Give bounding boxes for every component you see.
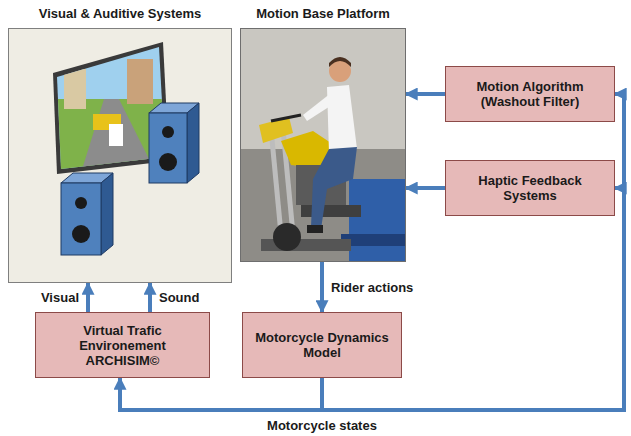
edge-label: Visual [40,290,80,305]
connector-arrow [120,378,322,410]
box-label: Haptic Feedback Systems [452,173,608,203]
connector-arrow [86,283,90,312]
titled-panel: Visual & Auditive Systems [8,6,232,283]
panel-heading: Visual & Auditive Systems [8,6,232,22]
process-box: Virtual Trafic Environement ARCHISIM© [35,312,210,378]
connector-arrow [406,92,445,96]
simulator-photo [240,28,406,262]
display-panel [8,28,232,283]
connector-arrow [148,283,152,312]
screen-and-speakers [9,29,231,282]
panel-heading: Motion Base Platform [240,6,406,22]
titled-panel: Motion Base Platform [240,6,406,262]
box-label: Motion Algorithm (Washout Filter) [452,79,608,109]
bus-label: Motorcycle states [266,418,378,433]
edge-label: Rider actions [330,280,414,295]
process-box: Haptic Feedback Systems [445,160,615,216]
edge-label: Sound [158,290,200,305]
process-box: Motion Algorithm (Washout Filter) [445,66,615,122]
box-label: Virtual Trafic Environement ARCHISIM© [42,323,203,368]
connector-arrow [406,186,445,190]
rider-on-motorcycle [241,29,405,261]
connector-arrow [320,262,324,312]
process-box: Motorcycle Dynamics Model [242,312,402,378]
box-label: Motorcycle Dynamics Model [249,330,395,360]
